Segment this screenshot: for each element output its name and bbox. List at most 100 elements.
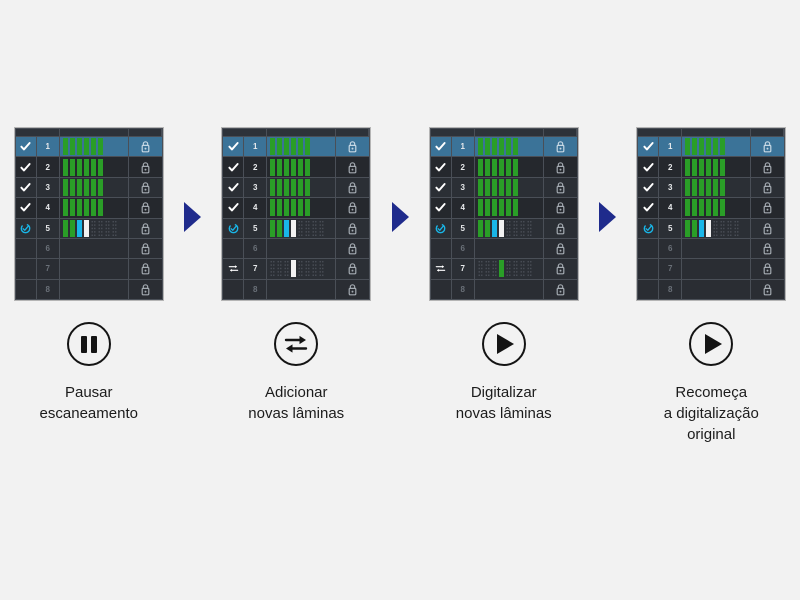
lock-icon[interactable] — [336, 137, 369, 156]
play-icon[interactable] — [481, 322, 526, 366]
tray-row[interactable]: 5 — [638, 218, 785, 239]
row-number: 4 — [452, 198, 475, 218]
slide-bar-green — [477, 178, 483, 196]
tray-row[interactable]: 5 — [223, 218, 370, 239]
lock-icon[interactable] — [544, 219, 577, 238]
tray-row[interactable]: 1 — [223, 137, 370, 158]
slide-bar-green — [713, 178, 719, 196]
tray-row[interactable]: 4 — [638, 198, 785, 219]
lock-icon[interactable] — [129, 280, 162, 299]
lock-icon[interactable] — [544, 259, 577, 278]
pause-icon[interactable] — [66, 322, 111, 366]
tray-row[interactable]: 3 — [223, 177, 370, 199]
slide-bar-ghost — [305, 260, 311, 278]
lock-icon[interactable] — [544, 239, 577, 258]
row-status-empty — [431, 238, 452, 259]
row-number: 6 — [452, 238, 475, 259]
swap-arrows-icon[interactable] — [274, 322, 319, 366]
slide-bar-green — [498, 138, 504, 156]
tray-row[interactable]: 3 — [638, 177, 785, 199]
tray-row[interactable]: 1 — [638, 137, 785, 158]
tray-row[interactable]: 7 — [15, 259, 162, 280]
slide-progress-bars — [475, 198, 544, 218]
lock-icon[interactable] — [129, 239, 162, 258]
tray-row[interactable]: 3 — [430, 177, 577, 199]
lock-icon[interactable] — [129, 259, 162, 278]
tray-row[interactable]: 7 — [638, 259, 785, 280]
lock-icon[interactable] — [751, 280, 784, 299]
tray-row[interactable]: 8 — [638, 279, 785, 299]
lock-icon[interactable] — [129, 178, 162, 197]
tray-row[interactable]: 2 — [15, 157, 162, 178]
lock-icon[interactable] — [751, 219, 784, 238]
scan-icon — [638, 218, 660, 238]
lock-icon[interactable] — [129, 157, 162, 176]
slide-bar-green — [305, 138, 311, 156]
slide-bar-ghost — [727, 219, 733, 237]
tray-row[interactable]: 7 — [223, 259, 370, 280]
slide-bar-green — [720, 199, 726, 217]
lock-icon[interactable] — [336, 259, 369, 278]
slide-bar-green — [498, 199, 504, 217]
tray-row[interactable]: 7 — [430, 259, 577, 280]
tray-row[interactable]: 2 — [430, 157, 577, 178]
lock-icon[interactable] — [336, 178, 369, 197]
play-icon[interactable] — [689, 322, 734, 366]
tray-row[interactable]: 4 — [430, 198, 577, 219]
slide-progress-bars — [475, 259, 544, 279]
tray-row[interactable]: 8 — [15, 279, 162, 299]
lock-icon[interactable] — [751, 259, 784, 278]
slide-bar-ghost — [491, 260, 497, 278]
tray-row[interactable]: 6 — [15, 238, 162, 260]
tray-row[interactable]: 8 — [223, 279, 370, 299]
tray-row[interactable]: 1 — [430, 137, 577, 158]
slide-bar-ghost — [284, 260, 290, 278]
lock-icon[interactable] — [129, 137, 162, 156]
tray-row[interactable]: 2 — [223, 157, 370, 178]
slide-bar-green — [83, 178, 89, 196]
lock-icon[interactable] — [544, 178, 577, 197]
tray-row[interactable]: 1 — [15, 137, 162, 158]
lock-icon[interactable] — [544, 198, 577, 217]
lock-icon[interactable] — [129, 219, 162, 238]
lock-icon[interactable] — [336, 219, 369, 238]
tray-row[interactable]: 8 — [430, 279, 577, 299]
tray-row[interactable]: 6 — [430, 238, 577, 260]
lock-icon[interactable] — [751, 239, 784, 258]
lock-icon[interactable] — [544, 137, 577, 156]
slide-progress-bars — [475, 218, 544, 238]
row-number: 7 — [37, 259, 60, 279]
tray-row[interactable]: 4 — [223, 198, 370, 219]
lock-icon[interactable] — [336, 198, 369, 217]
tray-row[interactable]: 5 — [15, 218, 162, 239]
lock-icon[interactable] — [544, 280, 577, 299]
lock-icon[interactable] — [336, 239, 369, 258]
lock-icon[interactable] — [336, 157, 369, 176]
slide-bar-green — [498, 178, 504, 196]
slide-bar-green — [305, 199, 311, 217]
row-number: 6 — [659, 238, 683, 259]
lock-icon[interactable] — [751, 198, 784, 217]
lock-icon[interactable] — [751, 137, 784, 156]
slide-bar-green — [90, 178, 96, 196]
lock-icon[interactable] — [336, 280, 369, 299]
tray-row[interactable]: 3 — [15, 177, 162, 199]
lock-icon[interactable] — [129, 198, 162, 217]
row-status-empty — [16, 238, 37, 259]
tray-row[interactable]: 6 — [223, 238, 370, 260]
slide-progress-bars — [267, 259, 337, 279]
lock-icon[interactable] — [751, 178, 784, 197]
slide-bar-ghost — [111, 219, 117, 237]
tray-row[interactable]: 2 — [638, 157, 785, 178]
tray-row[interactable]: 4 — [15, 198, 162, 219]
tray-row[interactable]: 5 — [430, 218, 577, 239]
lock-icon[interactable] — [544, 157, 577, 176]
tray-row[interactable]: 6 — [638, 238, 785, 260]
lock-icon[interactable] — [751, 157, 784, 176]
